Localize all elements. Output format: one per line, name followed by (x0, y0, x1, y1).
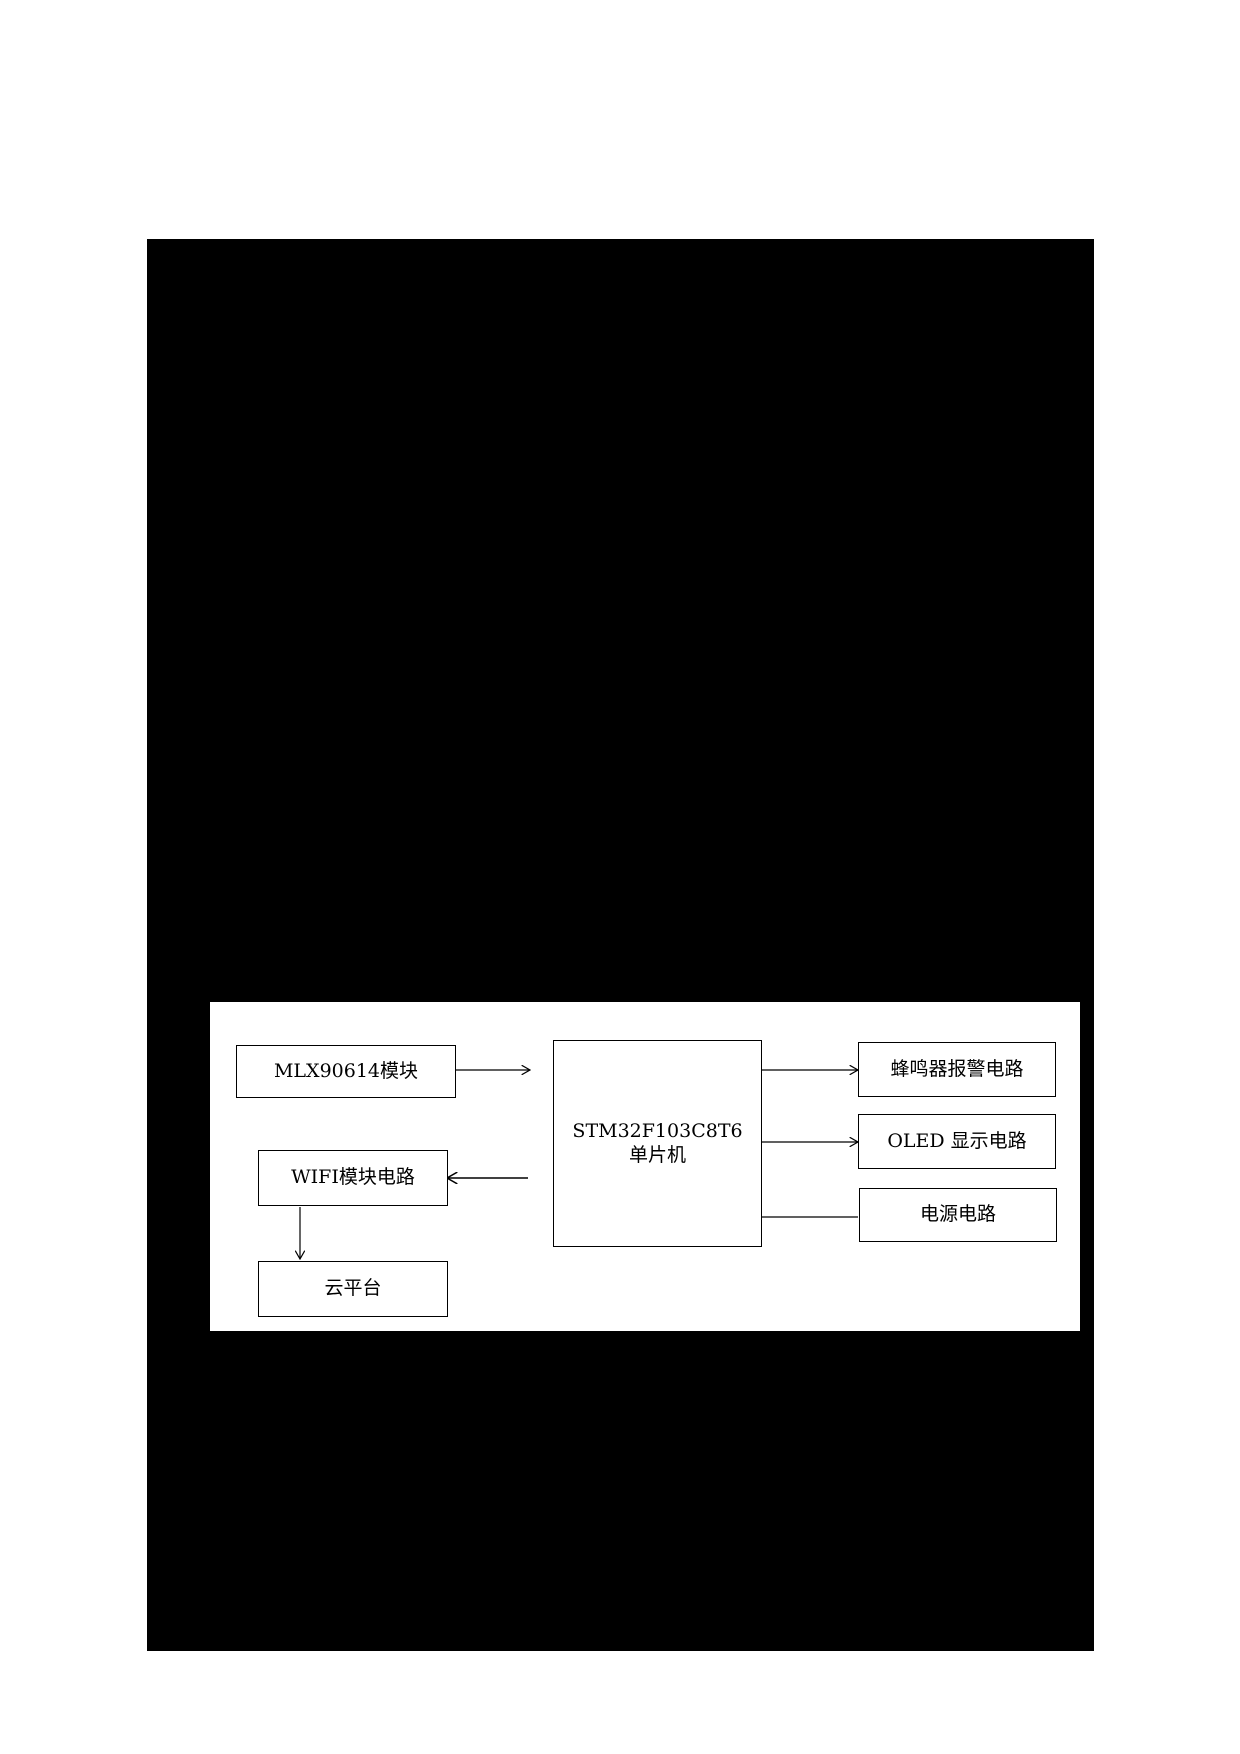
redacted-black-region (147, 239, 1094, 1651)
system-block-diagram: MLX90614模块 STM32F103C8T6 单片机 蜂鸣器报警电路 OLE… (210, 1002, 1080, 1331)
wifi-module-label: WIFI模块电路 (291, 1166, 415, 1189)
power-circuit-box: 电源电路 (859, 1188, 1057, 1242)
wifi-module-box: WIFI模块电路 (258, 1150, 448, 1206)
power-circuit-label: 电源电路 (919, 1203, 996, 1226)
mcu-label-line1: STM32F103C8T6 (572, 1119, 743, 1142)
mlx90614-module-label: MLX90614模块 (273, 1059, 419, 1082)
buzzer-alarm-label: 蜂鸣器报警电路 (890, 1057, 1024, 1080)
cloud-platform-label: 云平台 (324, 1277, 382, 1300)
cloud-platform-box: 云平台 (258, 1261, 448, 1317)
oled-display-label: OLED 显示电路 (887, 1129, 1027, 1152)
oled-display-box: OLED 显示电路 (858, 1114, 1056, 1169)
buzzer-alarm-box: 蜂鸣器报警电路 (858, 1042, 1056, 1097)
stm32-mcu-box: STM32F103C8T6 单片机 (553, 1040, 762, 1247)
mlx90614-module-box: MLX90614模块 (236, 1045, 456, 1098)
mcu-label-line2: 单片机 (628, 1143, 686, 1166)
